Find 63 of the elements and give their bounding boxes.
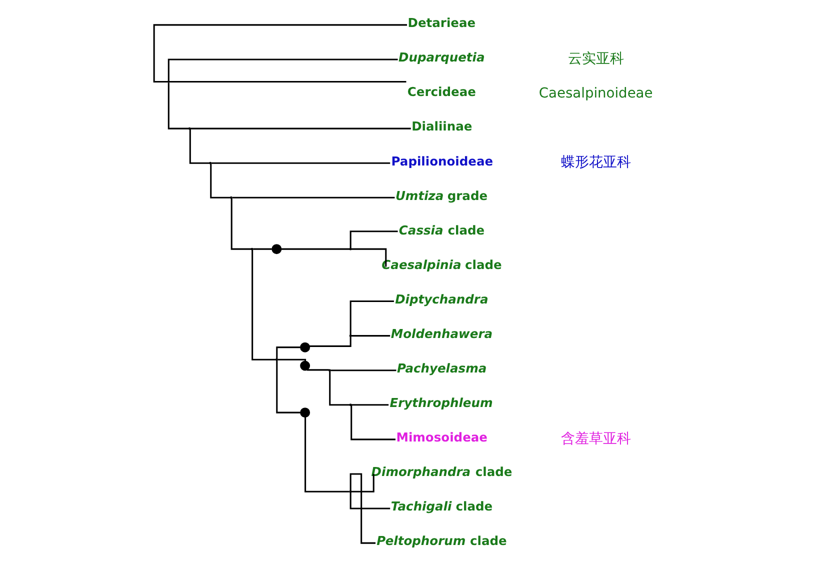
node-text: Tachigali clade — [390, 500, 493, 514]
connector — [253, 248, 272, 250]
connector — [350, 300, 394, 335]
connector — [190, 128, 411, 130]
node-text: Cassia clade — [398, 223, 485, 238]
label: 云实亚科 — [568, 50, 624, 67]
node-text: Pachyelasma — [397, 362, 487, 376]
node-circle — [300, 360, 310, 371]
node-point — [349, 490, 352, 493]
node-text: Dimorphandra clade — [371, 465, 512, 480]
connector — [352, 335, 390, 337]
connector — [330, 370, 396, 372]
connector — [350, 230, 398, 248]
node-circle — [272, 244, 282, 254]
label: Caesalpinoideae — [538, 85, 653, 102]
label: 含羞草亚科 — [560, 430, 631, 447]
connector — [350, 492, 390, 510]
node-text: Umtiza grade — [395, 188, 488, 203]
node-text: Diptychandra — [395, 292, 488, 306]
node-text: Papilionoideae — [391, 154, 494, 168]
node-text: Detarieae — [408, 16, 476, 30]
connector — [329, 371, 350, 406]
node-point — [188, 127, 191, 130]
node-text: Cercideae — [407, 85, 476, 100]
node-point — [349, 248, 352, 250]
node-point — [349, 334, 352, 338]
node-text: Peltophorum clade — [376, 534, 507, 548]
node-point — [230, 196, 232, 199]
node-circle — [300, 408, 310, 418]
connector — [281, 248, 350, 250]
connector — [278, 358, 306, 362]
connector — [189, 129, 210, 164]
connector — [230, 198, 252, 250]
connector — [276, 360, 300, 414]
connector — [169, 80, 406, 82]
connector — [252, 250, 276, 360]
node-point — [349, 404, 352, 406]
connector — [276, 346, 300, 359]
node-point — [328, 369, 331, 372]
connector — [210, 164, 230, 198]
node-point — [275, 358, 278, 361]
node-point — [167, 80, 170, 83]
node-text: Erythrophleum — [390, 396, 493, 410]
connector — [232, 196, 395, 198]
connector — [310, 336, 352, 347]
node-text: Dialiinae — [412, 120, 472, 134]
connector — [211, 162, 390, 164]
connector — [168, 58, 398, 81]
label: 蝶形花亚科 — [560, 154, 631, 170]
node-point — [250, 248, 254, 250]
connector — [350, 405, 396, 440]
connector — [351, 404, 389, 406]
connector — [304, 417, 350, 492]
node-text: Duparquetia — [398, 50, 485, 65]
connector — [306, 369, 329, 371]
node-text: Moldenhawera — [390, 326, 493, 341]
connector — [352, 474, 374, 492]
node-circle — [300, 342, 310, 352]
node-text: Mimosoideae — [396, 430, 488, 445]
node-point — [209, 162, 212, 164]
node-text: Caesalpinia clade — [382, 258, 502, 272]
connector — [351, 248, 387, 267]
connector — [168, 82, 189, 130]
